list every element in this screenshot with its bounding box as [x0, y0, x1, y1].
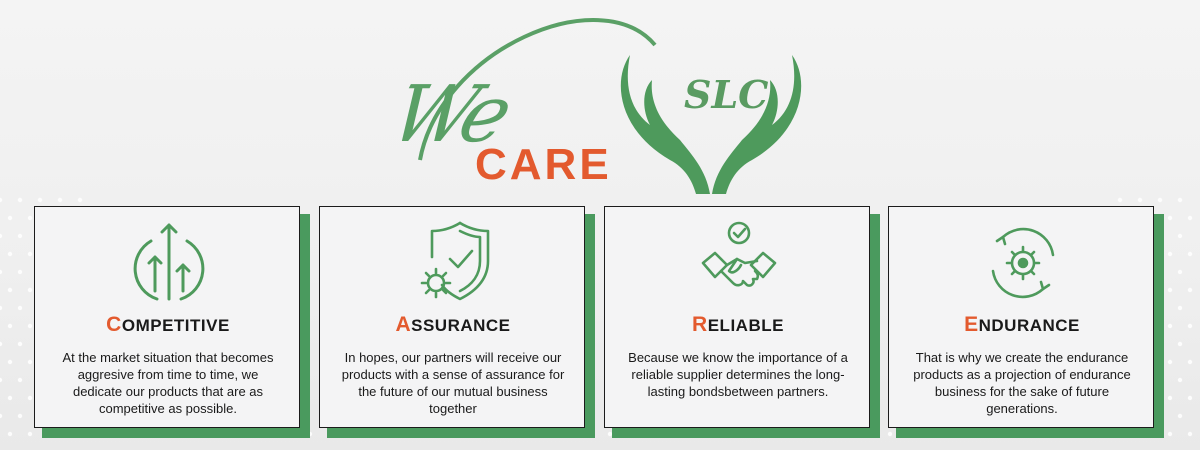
card-title: COMPETITIVE [106, 313, 230, 336]
card-body: At the market situation that becomes agg… [62, 350, 274, 416]
handshake-check-icon [701, 221, 777, 287]
logo-slc-text: SLC [684, 72, 769, 117]
card-title: ENDURANCE [964, 313, 1080, 336]
right-hand-icon [712, 55, 802, 194]
shield-check-gear-icon [420, 221, 490, 301]
logo-care-text: CARE [475, 140, 612, 189]
gear-cycle-icon [991, 227, 1055, 299]
growth-arrows-icon [133, 223, 205, 301]
logo-graphic [418, 18, 802, 194]
card-endurance: ENDURANCE That is why we create the endu… [888, 206, 1164, 438]
card-title: RELIABLE [692, 313, 784, 336]
card-assurance: ASSURANCE In hopes, our partners will re… [319, 206, 595, 438]
left-hand-icon [620, 55, 710, 194]
card-competitive: COMPETITIVE At the market situation that… [34, 206, 310, 438]
card-title: ASSURANCE [395, 313, 511, 336]
card-reliable: RELIABLE Because we know the importance … [604, 206, 880, 438]
card-body: In hopes, our partners will receive our … [341, 350, 565, 416]
card-body: Because we know the importance of a reli… [628, 350, 848, 399]
card-body: That is why we create the endurance prod… [913, 350, 1131, 416]
